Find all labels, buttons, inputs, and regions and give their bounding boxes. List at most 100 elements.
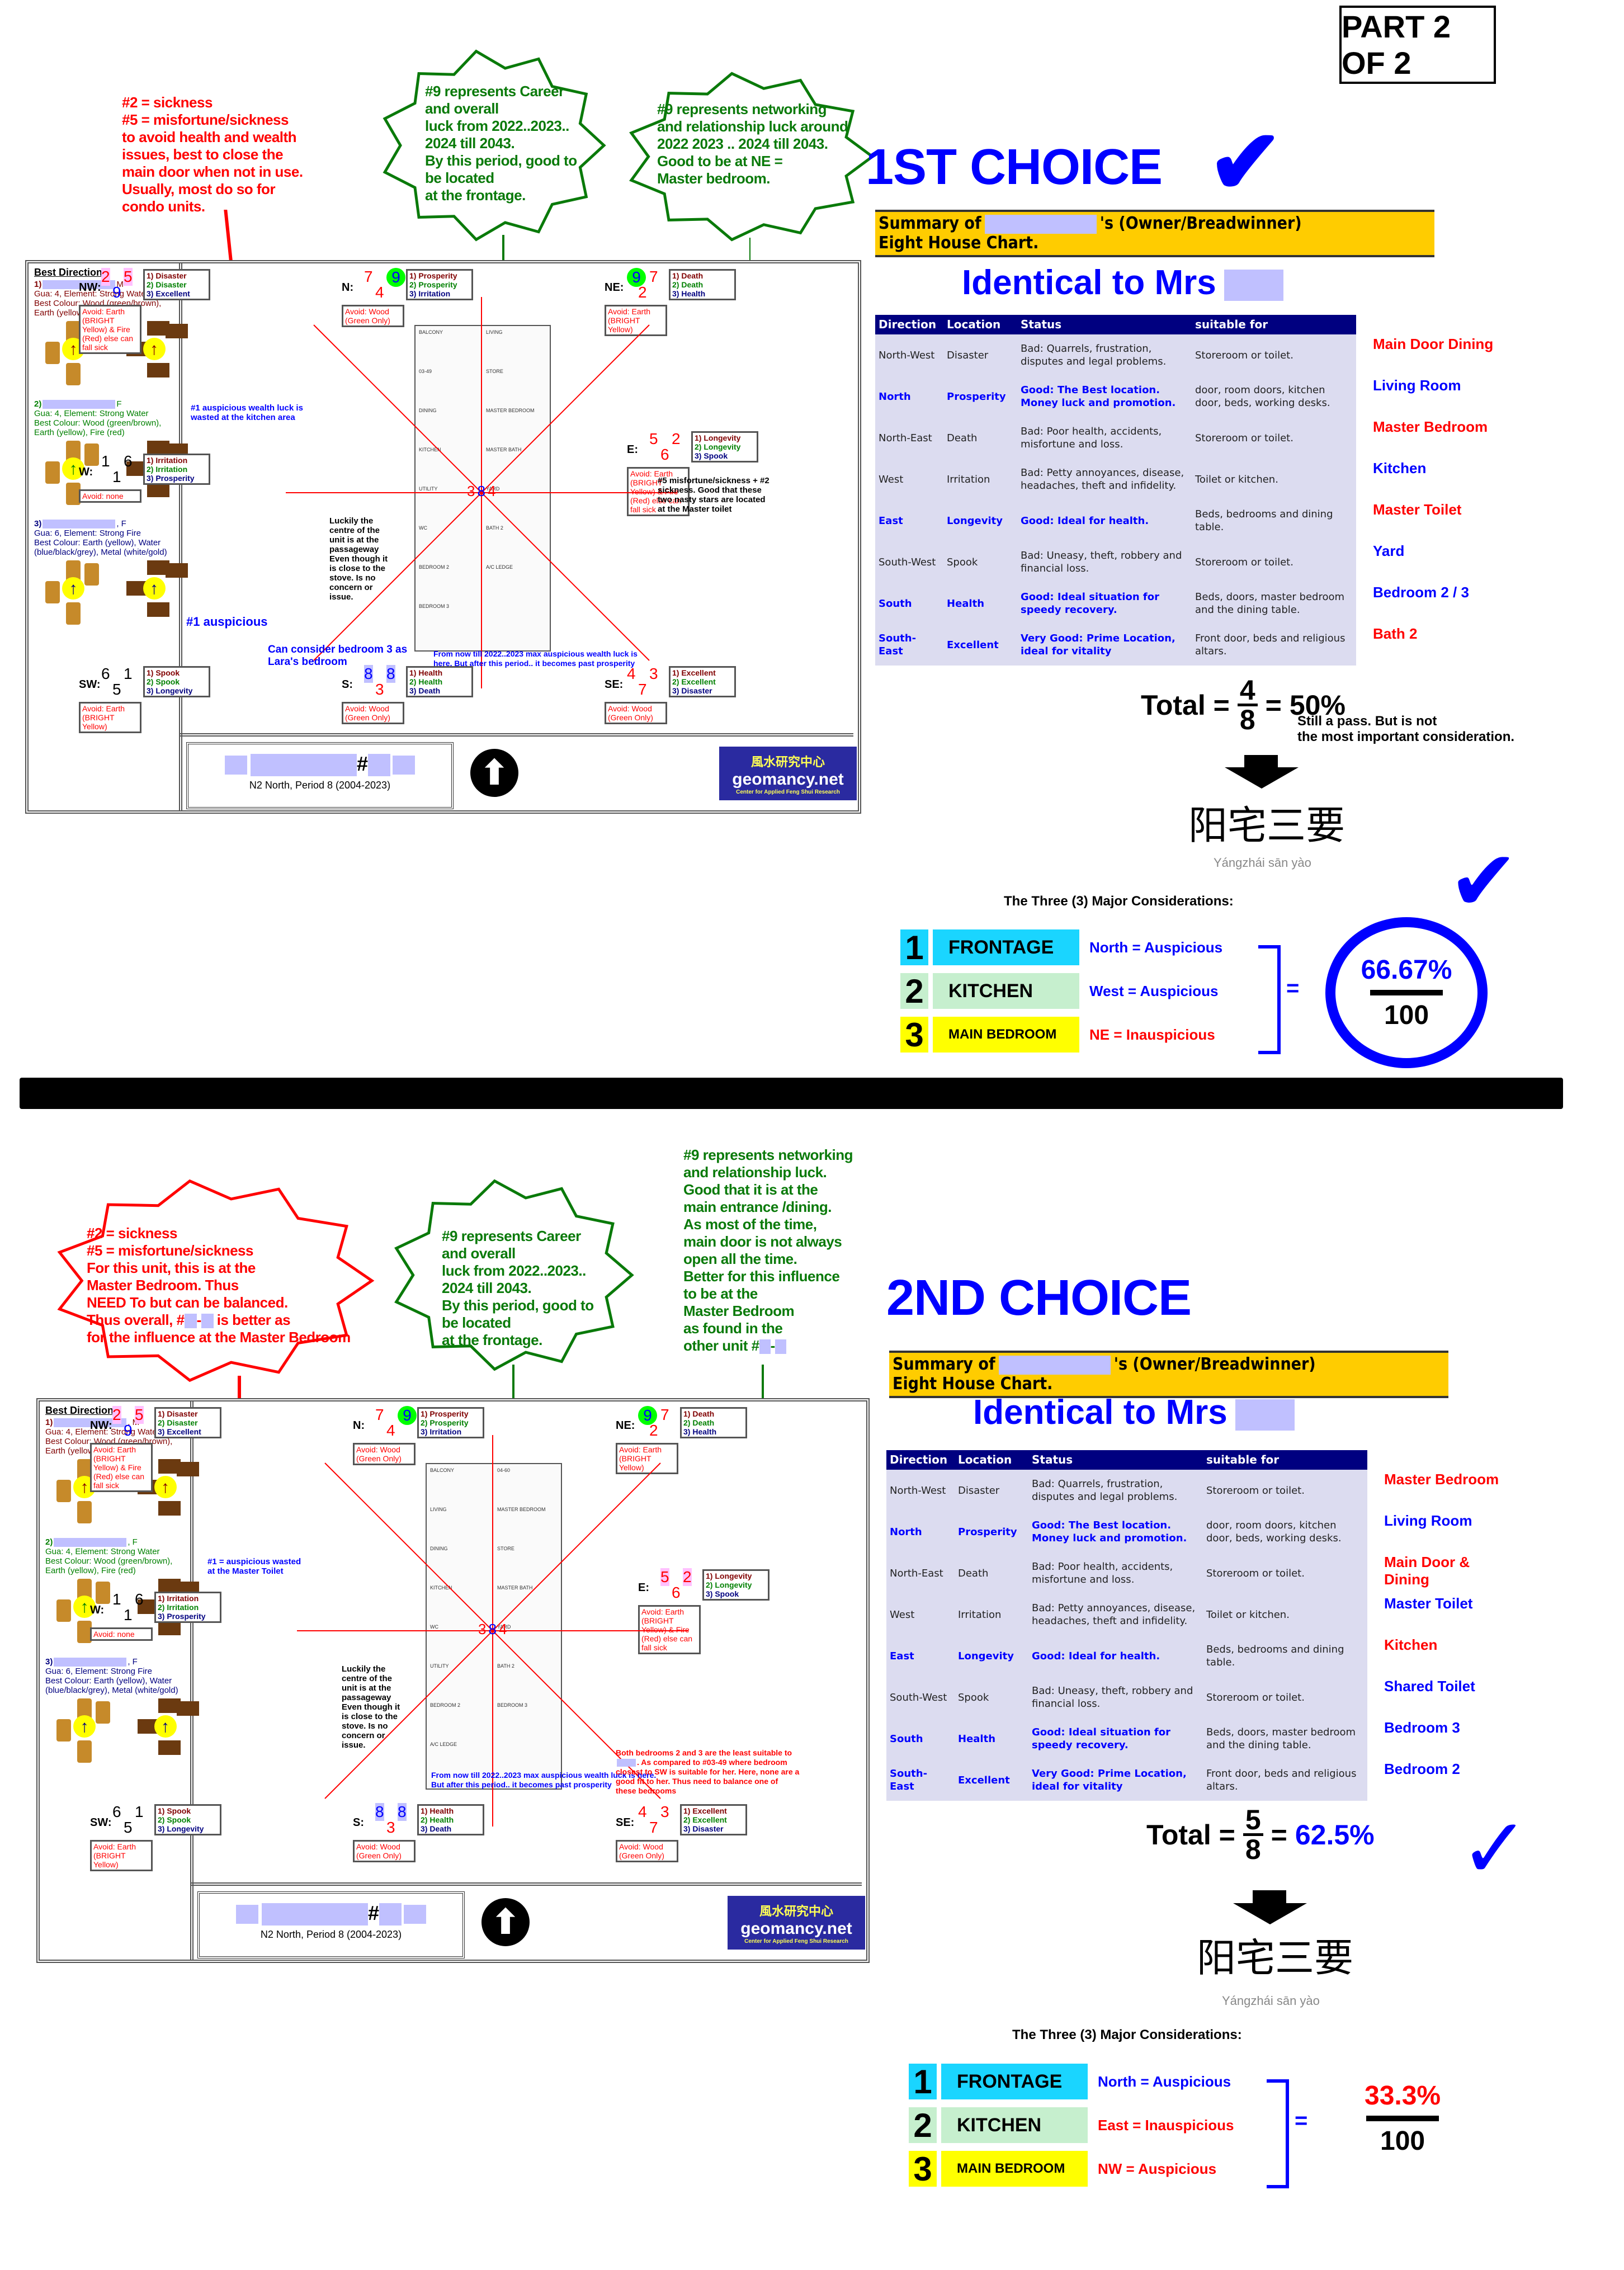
room-label: WC [430, 1624, 438, 1630]
consideration-value: West = Auspicious [1089, 982, 1219, 999]
room-label: DINING [430, 1546, 448, 1551]
person-name-line: 2), F [45, 1537, 185, 1547]
down-arrow-icon [1233, 1903, 1307, 1924]
avoid-box: Avoid: Earth (BRIGHT Yellow) [90, 1840, 153, 1871]
note-line: 2022 2023 .. 2024 till 2043. [657, 135, 828, 152]
suitable-cell: Storeroom or toilet. [1195, 349, 1293, 361]
base-star: 6 [672, 1584, 681, 1601]
mountain-star: 9 [627, 268, 646, 287]
house-line: 3) Prosperity [158, 1612, 206, 1621]
sector-label: NE: [605, 281, 624, 294]
note-line: main door when not in use. [122, 163, 303, 180]
direction-compass-icon: ↑ [126, 560, 188, 617]
consideration-value: North = Auspicious [1089, 938, 1223, 956]
location-cell: Health [947, 597, 985, 610]
base-star: 5 [112, 681, 121, 698]
logo-tagline: Center for Applied Feng Shui Research [736, 789, 840, 795]
sector-label: SE: [616, 1816, 635, 1829]
consideration-label: MAIN BEDROOM [933, 1017, 1079, 1053]
note-line: issues, best to close the [122, 146, 284, 163]
note-line: 2024 till 2043. [442, 1280, 532, 1296]
summary-line2: Eight House Chart. [879, 233, 1039, 253]
consideration-label: KITCHEN [933, 973, 1079, 1009]
score-denominator: 100 [1380, 2126, 1425, 2156]
note-line: NEED To but can be balanced. [87, 1294, 288, 1311]
mountain-star: 4 [638, 1803, 647, 1820]
sector-label: E: [627, 443, 638, 456]
table-header-cell: Location [955, 1450, 1028, 1470]
house-line: 1) Disaster [147, 271, 187, 280]
bedrooms-note: Both bedrooms 2 and 3 are the least suit… [616, 1748, 800, 1796]
house-line: 1) Death [683, 1409, 715, 1418]
note-text: . As compared to #03-49 where bedroom cl… [616, 1758, 800, 1795]
direction-cell: South-East [879, 633, 917, 657]
note-line: be located [425, 169, 494, 186]
room-label: 03-49 [419, 369, 432, 374]
mountain-star: 8 [375, 1803, 384, 1821]
best-colour-line: Best Colour: Wood (green/brown), Earth (… [45, 1556, 173, 1576]
room-label: STORE [486, 369, 503, 374]
person-index: 1) [34, 280, 42, 289]
water-star: 1 [135, 1803, 144, 1820]
section-divider [20, 1078, 1563, 1109]
suitable-cell: Beds, bedrooms and dining table. [1195, 508, 1333, 533]
room-assignment: Living Room [1373, 377, 1461, 394]
suitable-cell: Storeroom or toilet. [1206, 1567, 1305, 1579]
direction-cell: North [890, 1526, 922, 1538]
house-line: 3) Disaster [683, 1824, 724, 1833]
house-line: 2) Prosperity [421, 1418, 469, 1427]
suitable-cell: Storeroom or toilet. [1206, 1484, 1305, 1497]
table-header-cell: Direction [875, 315, 943, 334]
person-gender: F [116, 399, 122, 409]
career-burst-callout [394, 1179, 634, 1371]
house-line: 3) Excellent [147, 289, 190, 298]
avoid-box: Avoid: Wood (Green Only) [342, 305, 404, 327]
status-cell: Bad: Quarrels, frustration, disputes and… [1032, 1478, 1178, 1503]
house-line: 2) Spook [147, 677, 180, 686]
house-line: 2) Irritation [147, 465, 188, 474]
person-index: 3) [34, 519, 42, 529]
mountain-star: 6 [101, 665, 110, 682]
person-gender: , F [128, 1657, 138, 1667]
considerations-title: The Three (3) Major Considerations: [1004, 894, 1234, 909]
summary-line2: Eight House Chart. [893, 1374, 1053, 1394]
base-star: 2 [649, 1422, 658, 1439]
score-percent: 33.3% [1365, 2081, 1441, 2111]
consideration-value: NE = Inauspicious [1089, 1026, 1215, 1043]
redacted-text [261, 1903, 368, 1926]
room-assignment: Master Toilet [1373, 501, 1462, 518]
direction-cell: North-East [890, 1567, 943, 1579]
house-line: 1) Longevity [706, 1571, 752, 1580]
consideration-number: 3 [909, 2150, 937, 2188]
note-line: luck from 2022..2023.. [442, 1262, 586, 1279]
direction-diagrams: ↑↑ [56, 1698, 199, 1763]
base-star: 6 [660, 446, 669, 463]
water-star: 7 [649, 268, 658, 285]
house-line: 2) Prosperity [409, 280, 457, 289]
suitable-cell: Storeroom or toilet. [1206, 1691, 1305, 1703]
base-star: 7 [649, 1819, 658, 1836]
note-line: As most of the time, [683, 1216, 817, 1233]
center-star: 4 [498, 1621, 507, 1637]
house-line: 2) Death [683, 1418, 715, 1427]
suitable-cell: Storeroom or toilet. [1195, 556, 1293, 568]
note-line: Master Bedroom. Thus [87, 1277, 239, 1294]
status-cell: Good: Ideal situation for speedy recover… [1032, 1726, 1170, 1751]
consideration-value: East = Inauspicious [1098, 2116, 1234, 2134]
table-header-cell: Status [1017, 315, 1192, 334]
house-line: 2) Health [421, 1815, 454, 1824]
water-star: 1 [124, 665, 133, 682]
consideration-label: KITCHEN [941, 2107, 1088, 2143]
location-cell: Death [947, 432, 978, 444]
